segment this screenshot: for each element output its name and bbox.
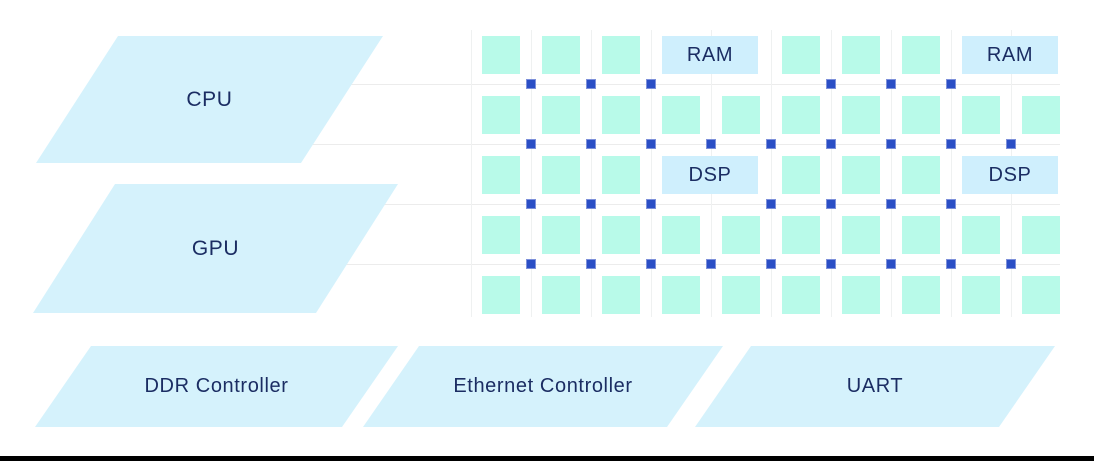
- router-dot: [586, 139, 596, 149]
- core-cell: [602, 276, 640, 314]
- grid-line-vertical: [531, 30, 532, 317]
- router-dot: [706, 139, 716, 149]
- core-cell: [662, 216, 700, 254]
- core-cell: [962, 216, 1000, 254]
- core-cell: [542, 276, 580, 314]
- bottom-border-bar: [0, 456, 1094, 461]
- router-dot: [526, 199, 536, 209]
- router-dot: [886, 139, 896, 149]
- core-cell: [722, 216, 760, 254]
- router-dot: [886, 199, 896, 209]
- router-dot: [886, 79, 896, 89]
- grid-line-horizontal: [310, 84, 1060, 85]
- core-cell: [602, 216, 640, 254]
- core-cell: [902, 216, 940, 254]
- router-dot: [946, 259, 956, 269]
- gpu-block: GPU: [33, 184, 398, 313]
- grid-line-horizontal: [310, 144, 1060, 145]
- core-cell: [902, 36, 940, 74]
- core-cell: [842, 156, 880, 194]
- core-cell: [1022, 276, 1060, 314]
- ram-label-box: RAM: [662, 36, 758, 74]
- router-dot: [526, 139, 536, 149]
- grid-line-vertical: [951, 30, 952, 317]
- core-cell: [782, 96, 820, 134]
- core-cell: [542, 216, 580, 254]
- router-dot: [646, 139, 656, 149]
- grid-line-vertical: [591, 30, 592, 317]
- core-cell: [782, 276, 820, 314]
- core-cell: [962, 96, 1000, 134]
- core-cell: [842, 216, 880, 254]
- router-dot: [1006, 139, 1016, 149]
- router-dot: [646, 79, 656, 89]
- core-cell: [902, 276, 940, 314]
- ethernet-controller-block: Ethernet Controller: [363, 346, 723, 427]
- router-dot: [646, 199, 656, 209]
- dsp-label-box: DSP: [662, 156, 758, 194]
- router-dot: [826, 259, 836, 269]
- grid-line-vertical: [771, 30, 772, 317]
- router-dot: [646, 259, 656, 269]
- router-dot: [826, 139, 836, 149]
- grid-line-vertical: [471, 30, 472, 317]
- core-cell: [782, 36, 820, 74]
- core-cell: [1022, 96, 1060, 134]
- grid-line-vertical: [831, 30, 832, 317]
- core-cell: [842, 276, 880, 314]
- router-dot: [526, 79, 536, 89]
- grid-line-vertical: [651, 30, 652, 317]
- core-cell: [662, 96, 700, 134]
- uart-label: UART: [846, 375, 904, 397]
- core-cell: [722, 276, 760, 314]
- grid-line-horizontal: [310, 264, 1060, 265]
- core-cell: [962, 276, 1000, 314]
- ddr-controller-label: DDR Controller: [144, 375, 289, 397]
- grid-line-vertical: [891, 30, 892, 317]
- router-dot: [586, 79, 596, 89]
- router-dot: [886, 259, 896, 269]
- core-cell: [542, 36, 580, 74]
- core-cell: [482, 36, 520, 74]
- core-cell: [602, 156, 640, 194]
- ram-label-box: RAM: [962, 36, 1058, 74]
- router-dot: [946, 79, 956, 89]
- ethernet-controller-label: Ethernet Controller: [453, 375, 633, 397]
- core-cell: [1022, 216, 1060, 254]
- cpu-label: CPU: [186, 87, 233, 111]
- router-dot: [946, 199, 956, 209]
- ddr-controller-block: DDR Controller: [35, 346, 398, 427]
- dsp-label-box: DSP: [962, 156, 1058, 194]
- router-dot: [766, 259, 776, 269]
- router-dot: [706, 259, 716, 269]
- core-cell: [902, 96, 940, 134]
- core-cell: [482, 276, 520, 314]
- core-cell: [602, 96, 640, 134]
- core-cell: [542, 156, 580, 194]
- core-cell: [782, 156, 820, 194]
- core-cell: [842, 36, 880, 74]
- core-cell: [782, 216, 820, 254]
- core-cell: [482, 156, 520, 194]
- core-cell: [542, 96, 580, 134]
- router-dot: [826, 79, 836, 89]
- core-cell: [662, 276, 700, 314]
- grid-line-horizontal: [310, 204, 1060, 205]
- core-cell: [722, 96, 760, 134]
- router-dot: [766, 199, 776, 209]
- router-dot: [946, 139, 956, 149]
- core-cell: [842, 96, 880, 134]
- router-dot: [586, 259, 596, 269]
- router-dot: [526, 259, 536, 269]
- router-dot: [766, 139, 776, 149]
- core-cell: [482, 216, 520, 254]
- uart-block: UART: [695, 346, 1055, 427]
- router-dot: [1006, 259, 1016, 269]
- router-dot: [586, 199, 596, 209]
- core-cell: [482, 96, 520, 134]
- gpu-label: GPU: [191, 236, 240, 260]
- core-cell: [602, 36, 640, 74]
- router-dot: [826, 199, 836, 209]
- core-cell: [902, 156, 940, 194]
